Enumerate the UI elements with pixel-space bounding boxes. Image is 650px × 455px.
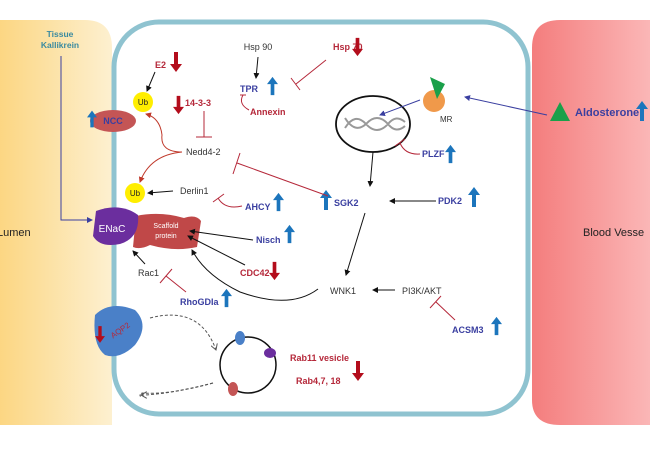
nucleus-to-sgk2-arrow [367, 151, 374, 187]
kallikrein-to-enac-arrow [60, 56, 93, 223]
14-3-3-label: 14-3-3 [185, 98, 211, 108]
aldosterone-triangle [550, 102, 570, 121]
plzf-inhibits-nucleus [394, 138, 421, 155]
cdc42-label: CDC42 [240, 268, 270, 278]
acsm3-label: ACSM3 [452, 325, 484, 335]
ncc-label: NCC [103, 116, 123, 126]
blood-vessel-region [532, 20, 650, 425]
aldosterone-label: Aldosterone [575, 107, 639, 119]
nisch-to-scaffold-arrow [189, 228, 254, 241]
derlin1-to-ub-arrow [147, 189, 174, 196]
scaffold-label-2: protein [155, 233, 177, 240]
nisch-label: Nisch [256, 235, 281, 245]
rab11-vesicle [219, 336, 277, 394]
ub-label-2: Ub [130, 189, 141, 198]
enac-channel [93, 207, 139, 245]
ahcy-inhibits-derlin1 [212, 193, 243, 208]
vesicle-channel-red [228, 382, 238, 396]
annexin-inhibits-tpr [240, 94, 250, 111]
hsp70-label: Hsp 70 [333, 42, 363, 52]
sgk2-label: SGK2 [334, 198, 359, 208]
lumen-region [0, 20, 112, 425]
aldosterone-bound-triangle [430, 77, 445, 99]
cdc42-to-scaffold-arrow [187, 235, 246, 266]
rab11-vesicle-label: Rab11 vesicle [290, 353, 349, 363]
aqp2-exocytosis-arrow [141, 382, 214, 395]
aqp2-endocytosis-arrow [149, 314, 216, 350]
blood-vessel-label: Blood Vesse [583, 227, 644, 239]
ncc-transporter [90, 110, 136, 132]
rab4-7-18-label: Rab4,7, 18 [296, 376, 341, 386]
rac1-to-enac-arrow [132, 250, 146, 265]
rac1-label: Rac1 [138, 268, 159, 278]
hsp90-to-tpr-arrow [253, 56, 260, 79]
aldosterone-to-mr-arrow [464, 95, 548, 116]
nedd4-2-label: Nedd4-2 [186, 147, 221, 157]
14-3-3-inhibits-nedd4-2 [196, 111, 212, 138]
nedd4-2-to-ncc-arrow [145, 112, 183, 153]
hsp90-label: Hsp 90 [244, 42, 273, 52]
hsp70-inhibits-tpr [290, 59, 327, 91]
ub-label: Ub [138, 98, 149, 107]
aqp2-channel [94, 306, 143, 357]
rhogdia-label: RhoGDIa [180, 297, 219, 307]
mineralocorticoid-receptor [423, 90, 445, 112]
scaffold-protein [133, 213, 201, 250]
vesicle-channel-blue [235, 331, 245, 345]
lumen-label: Lumen [0, 227, 31, 239]
e2-to-ub-arrow [146, 71, 156, 92]
tissue-kallikrein-label-2: Kallikrein [41, 40, 79, 50]
tissue-kallikrein-label: Tissue [47, 29, 74, 39]
acsm3-inhibits-pi3k [429, 295, 456, 321]
ubiquitin-enac [125, 183, 145, 203]
tpr-label: TPR [240, 84, 259, 94]
pi3k-akt-label: PI3K/AKT [402, 286, 442, 296]
mr-label: MR [440, 115, 453, 124]
scaffold-label: Scaffold [153, 223, 178, 230]
plzf-label: PLZF [422, 149, 445, 159]
rhogdia-inhibits-rac1 [159, 268, 187, 293]
derlin1-label: Derlin1 [180, 186, 209, 196]
sgk2-to-wnk1-arrow [344, 212, 366, 276]
wnk1-to-scaffold-arrow [191, 249, 319, 301]
sgk2-inhibits-nedd4-2 [232, 152, 329, 197]
dna-helix-icon [344, 117, 406, 131]
pdk2-label: PDK2 [438, 196, 462, 206]
vesicle-channel-purple [264, 348, 276, 358]
e2-label: E2 [155, 60, 166, 70]
mr-to-nucleus-arrow [379, 99, 421, 117]
nedd4-2-to-enac-arrow [138, 151, 183, 183]
ubiquitin-ncc [133, 92, 153, 112]
enac-label: ENaC [99, 224, 126, 235]
annexin-label: Annexin [250, 107, 286, 117]
wnk1-label: WNK1 [330, 286, 356, 296]
ahcy-label: AHCY [245, 202, 271, 212]
